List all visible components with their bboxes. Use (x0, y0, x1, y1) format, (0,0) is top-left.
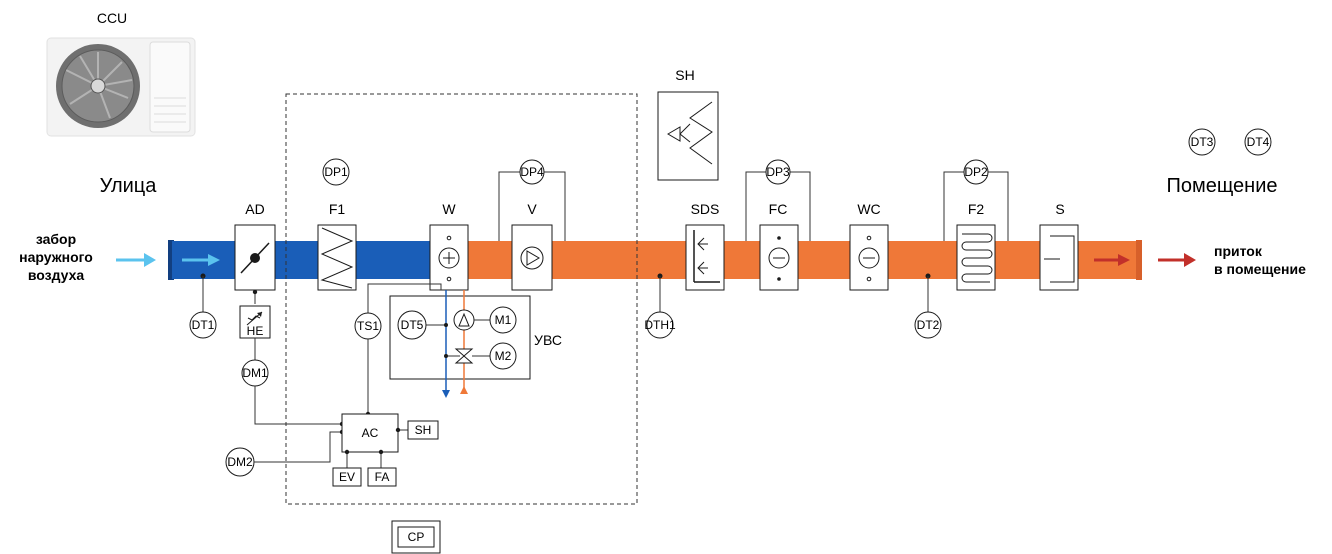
component-fc: FC (759, 201, 799, 291)
sensor-dp4: DP4 (498, 159, 566, 241)
component-v-label: V (527, 201, 537, 217)
outdoor-unit-fan-icon (56, 44, 140, 128)
automation-controller: AC SH EV FA (332, 413, 439, 487)
sensor-dt1-label: DT1 (192, 318, 215, 332)
valve-icon (454, 348, 474, 357)
component-s: S (1039, 201, 1079, 291)
controller-ac-label: AC (362, 426, 379, 440)
controller-sh-label: SH (415, 423, 432, 437)
sensor-dt4: DT4 (1244, 128, 1272, 156)
steam-humidifier-label: SH (675, 67, 694, 83)
sensor-dm1: DM1 (241, 359, 269, 387)
filter-f2-icon (961, 233, 993, 283)
duct-outlet-flange (1136, 240, 1142, 280)
sensor-dt5-label: DT5 (401, 318, 424, 332)
sensor-dt2: DT2 (914, 273, 942, 339)
filter-f1-icon (320, 227, 354, 289)
motor-m2-label: M2 (495, 349, 512, 363)
controller-ev-label: EV (339, 470, 355, 484)
component-f2: F2 (956, 201, 996, 291)
sensor-dp2-label: DP2 (964, 165, 988, 179)
supply-label: приток в помещение (1214, 243, 1306, 277)
component-fc-label: FC (769, 201, 788, 217)
sensor-dt1: DT1 (189, 273, 217, 339)
sensor-dp4-label: DP4 (520, 165, 544, 179)
sensor-dm2-label: DM2 (227, 455, 253, 469)
silencer-body (1039, 224, 1079, 291)
outdoor-unit: CCU (46, 10, 196, 137)
sensor-dp2: DP2 (943, 159, 1009, 241)
sensor-dp3: DP3 (745, 159, 811, 241)
sensor-dp1: DP1 (322, 158, 350, 186)
mixing-unit: УВС DT5 M1 M2 (389, 290, 562, 398)
sensor-dt3-label: DT3 (1191, 135, 1214, 149)
supply-arrow-icon (1158, 253, 1196, 267)
control-panel: CP (391, 520, 441, 554)
sensor-dt3: DT3 (1188, 128, 1216, 156)
zone-room-label: Помещение (1166, 175, 1277, 197)
component-f1: F1 (317, 201, 357, 291)
sensor-ts1-label: TS1 (357, 319, 379, 333)
intake-label: забор наружного воздуха (19, 231, 93, 283)
motor-m2 (489, 342, 517, 370)
component-v: V (511, 201, 553, 291)
control-panel-label: CP (408, 530, 425, 544)
steam-humidifier-body (657, 91, 719, 181)
air-duct (168, 240, 1142, 280)
controller-ev-box (332, 467, 362, 487)
outdoor-unit-label: CCU (97, 10, 127, 26)
intake-label-line2: наружного (19, 249, 93, 265)
zone-outside-label: Улица (100, 175, 158, 197)
sensor-dth1: DTH1 (644, 273, 676, 339)
component-sds-label: SDS (691, 201, 720, 217)
sensor-dm2: DM2 (225, 447, 255, 477)
mixing-unit-label: УВС (534, 332, 562, 348)
steam-humidifier-icon (689, 101, 713, 165)
controller-sh-box (407, 420, 439, 440)
sensor-ts1: TS1 (354, 312, 382, 340)
component-ad-label: AD (245, 201, 264, 217)
supply-label-line1: приток (1214, 243, 1263, 259)
sensor-dm1-label: DM1 (242, 366, 268, 380)
controller-ac-body (341, 413, 399, 453)
component-s-label: S (1055, 201, 1064, 217)
sensor-dth1-label: DTH1 (644, 318, 676, 332)
duct-inlet-flange (168, 240, 174, 280)
component-wc: WC (849, 201, 889, 291)
controller-fa-label: FA (375, 470, 390, 484)
duct-inner-arrow-icon (208, 254, 220, 266)
intake-label-line1: забор (36, 231, 76, 247)
motor-m1-label: M1 (495, 313, 512, 327)
silencer-icon (1050, 235, 1075, 283)
sensor-dt4-label: DT4 (1247, 135, 1270, 149)
sensor-dt2-label: DT2 (917, 318, 940, 332)
component-f1-label: F1 (329, 201, 346, 217)
component-sds: SDS (685, 201, 725, 291)
duct-warm-section (468, 241, 1138, 279)
unit-boundary (285, 93, 638, 505)
sensor-dp3-label: DP3 (766, 165, 790, 179)
heater-element-label: HE (247, 324, 264, 338)
component-ad: AD (234, 201, 276, 291)
sensor-dt5 (397, 310, 427, 340)
duct-outlet-arrow-icon (1118, 254, 1130, 266)
sds-body (685, 224, 725, 291)
motor-m1 (489, 306, 517, 334)
intake-arrow-icon (116, 253, 156, 267)
component-f2-label: F2 (968, 201, 985, 217)
intake-label-line3: воздуха (28, 267, 85, 283)
component-w: W (429, 201, 469, 291)
steam-humidifier: SH (657, 67, 719, 181)
component-w-label: W (442, 201, 456, 217)
supply-label-line2: в помещение (1214, 261, 1306, 277)
sensor-dp1-label: DP1 (324, 165, 348, 179)
outdoor-unit-side-panel (149, 41, 191, 133)
controller-fa-box (367, 467, 397, 487)
damper-heater-element: HE (239, 289, 271, 339)
component-wc-label: WC (857, 201, 880, 217)
